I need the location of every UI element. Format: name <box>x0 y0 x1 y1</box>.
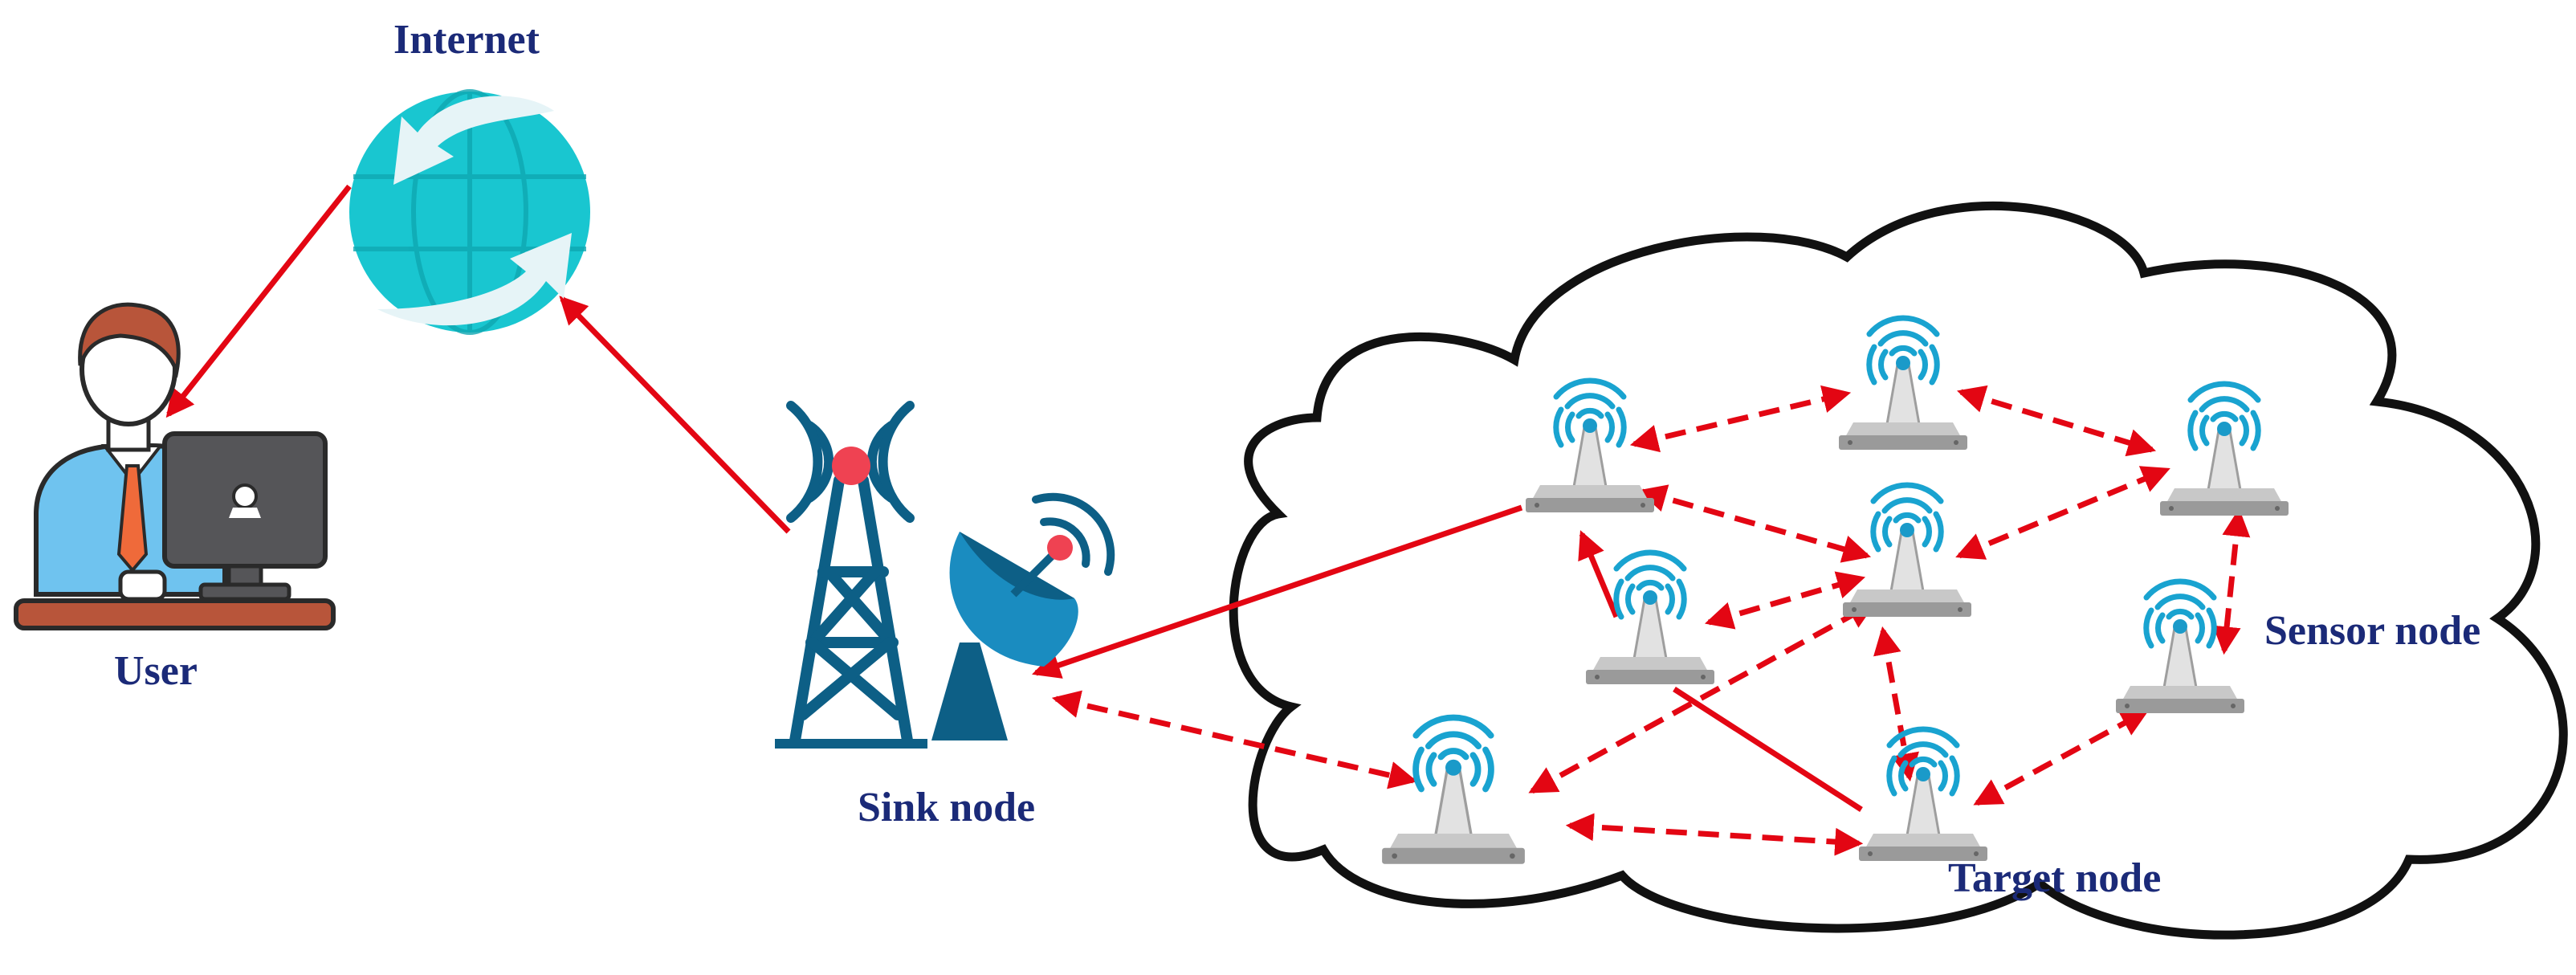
internet-label: Internet <box>393 17 540 63</box>
target-node-label: Target node <box>1948 855 2162 901</box>
globe-icon <box>349 89 590 335</box>
sensor-node-label: Sensor node <box>2264 608 2481 654</box>
user-label: User <box>114 648 198 694</box>
radio-tower-icon <box>775 401 927 749</box>
sink-node-label: Sink node <box>858 785 1036 830</box>
satellite-dish-icon <box>931 492 1115 740</box>
connections <box>165 184 2251 856</box>
user-computer-icon <box>14 302 336 630</box>
